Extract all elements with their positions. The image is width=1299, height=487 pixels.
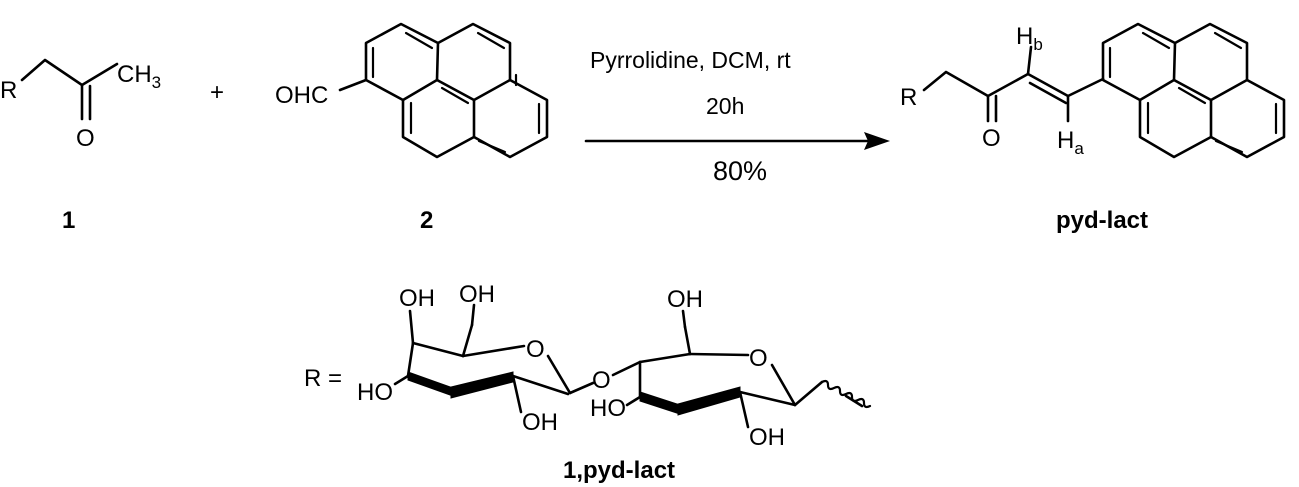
- product-name: pyd-lact: [1056, 207, 1148, 234]
- glc-c3-ho-label: HO: [590, 395, 626, 422]
- reaction-arrow: Pyrrolidine, DCM, rt 20h 80%: [584, 47, 890, 186]
- glc-c6-oh-label: OH: [667, 286, 703, 313]
- reactant-1: R CH3 O 1: [0, 58, 161, 234]
- arrow-head: [864, 132, 890, 150]
- gal-ring-o-label: O: [526, 336, 545, 363]
- aldehyde-label: OHC: [275, 82, 328, 109]
- gal-c2-oh-label: OH: [522, 409, 558, 436]
- r-group-lactose: R = OH OH HO OH O O: [304, 281, 872, 484]
- product-carbonyl-o-label: O: [982, 125, 1001, 152]
- carbonyl-o-label: O: [76, 125, 95, 152]
- reaction-reagents: Pyrrolidine, DCM, rt: [590, 47, 791, 73]
- wavy-bond: [820, 379, 872, 409]
- glc-c2-oh-label: OH: [749, 424, 785, 451]
- r-equals-label: R =: [304, 365, 342, 392]
- hb-label: Hb: [1016, 23, 1043, 54]
- r-label: R: [0, 77, 17, 104]
- ha-label: Ha: [1057, 127, 1084, 158]
- ch3-label: CH3: [117, 61, 161, 92]
- compound-number-1: 1: [62, 207, 75, 234]
- glc-ring-o-label: O: [749, 345, 768, 372]
- product-r-label: R: [900, 84, 917, 111]
- gal-c3-ho-label: HO: [357, 379, 393, 406]
- r-group-caption: 1,pyd-lact: [563, 457, 675, 484]
- galactose-ring: OH OH HO OH O O: [357, 281, 611, 436]
- gal-c4-oh-label: OH: [399, 285, 435, 312]
- product: R O Hb Ha pyd-lact: [900, 22, 1286, 234]
- reaction-time: 20h: [706, 93, 744, 119]
- glycosidic-o-label: O: [592, 367, 611, 394]
- reaction-yield: 80%: [713, 156, 767, 186]
- reactant-2: OHC 2: [275, 22, 549, 234]
- plus-sign: +: [210, 79, 224, 106]
- gal-c6-oh-label: OH: [459, 281, 495, 308]
- glucose-ring: OH O HO OH: [590, 286, 872, 451]
- compound-number-2: 2: [420, 207, 433, 234]
